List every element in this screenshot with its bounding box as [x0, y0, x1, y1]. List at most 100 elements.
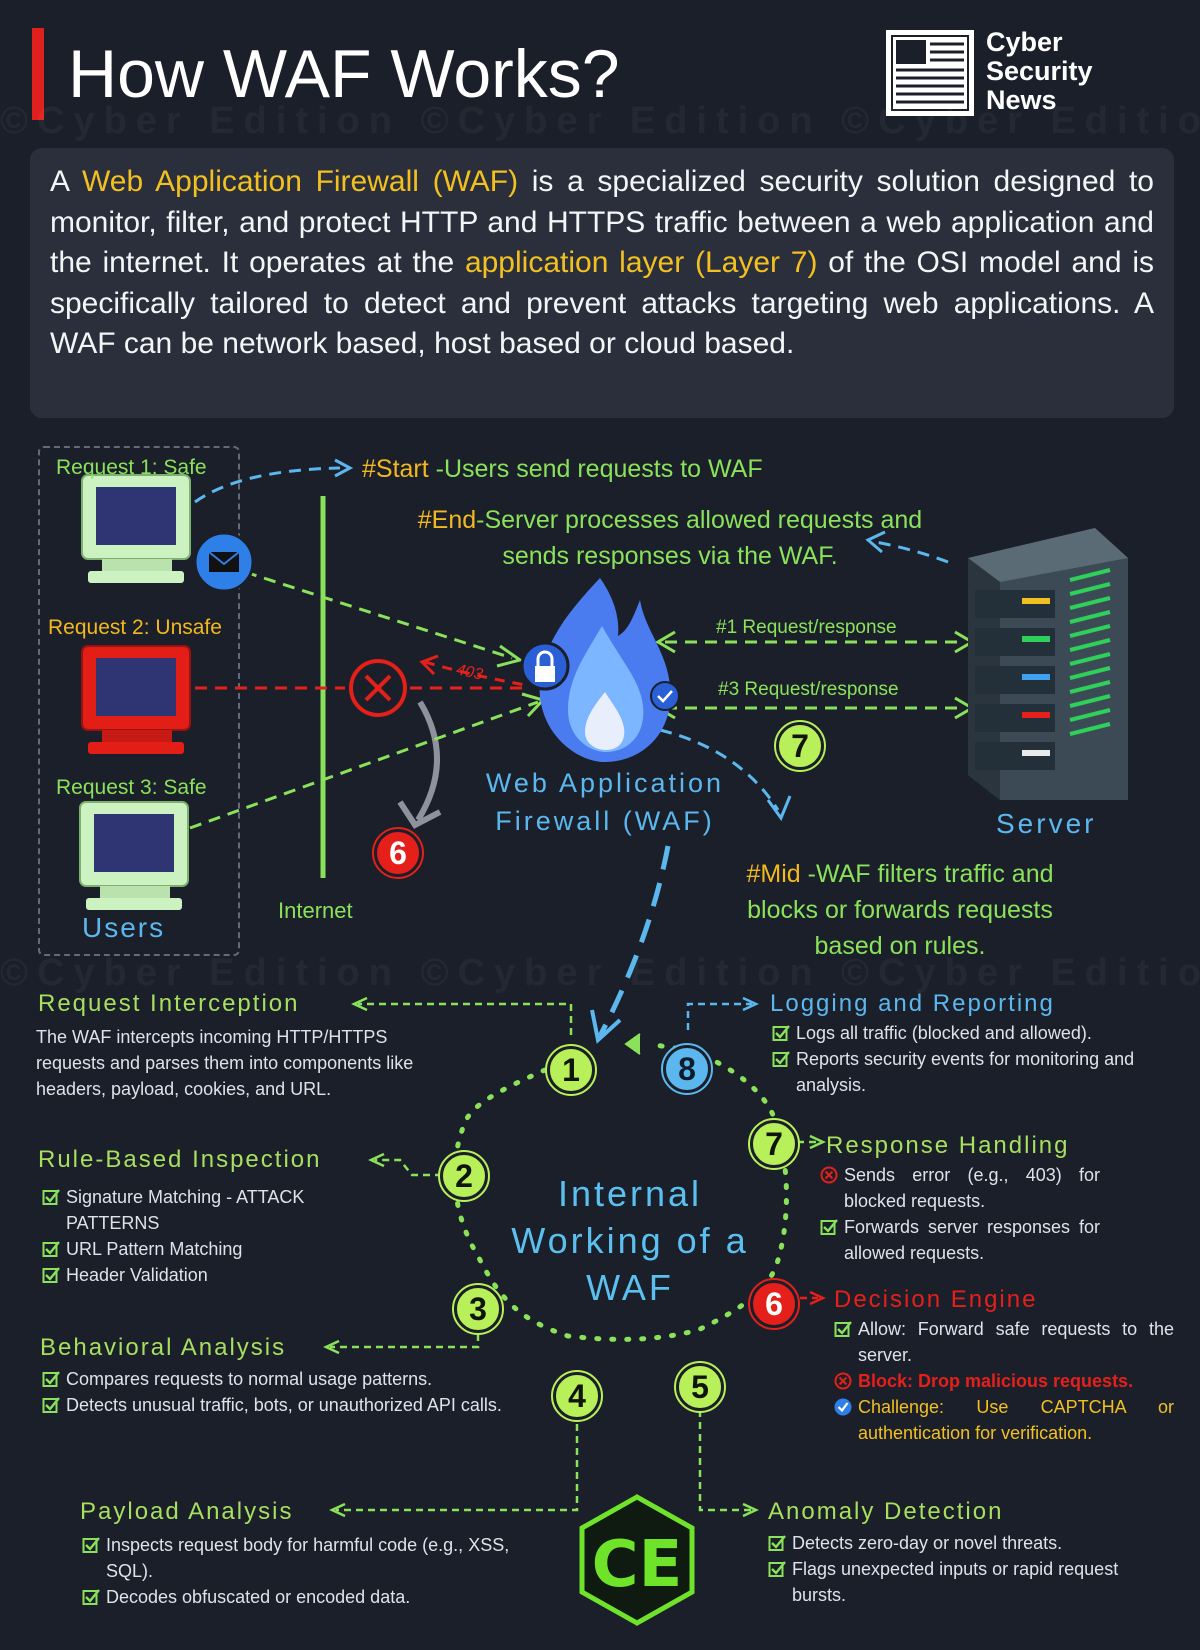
mail-icon [193, 531, 255, 593]
center-title-line-3: WAF [586, 1267, 674, 1308]
checkbox-icon [42, 1266, 60, 1284]
title-accent-bar [32, 28, 44, 120]
request-response-1-label: #1 Request/response [716, 617, 897, 638]
mid-text-1: -WAF filters traffic and [800, 860, 1054, 888]
intro-text-2: is a specialized security solution desig… [50, 165, 1154, 279]
mid-arrow [659, 728, 780, 811]
down-arrow-to-step-1 [597, 845, 671, 1038]
step-4-badge: 4 [551, 1370, 603, 1422]
step-8-list: Logs all traffic (blocked and allowed). … [772, 1020, 1172, 1098]
shield-check-icon [650, 681, 680, 711]
request-1-line [244, 570, 513, 660]
step-3-title: Behavioral Analysis [40, 1334, 287, 1361]
computer-1-icon [81, 474, 191, 583]
step-8-title: Logging and Reporting [770, 990, 1055, 1017]
step-4-list: Inspects request body for harmful code (… [82, 1532, 522, 1610]
step-2-item-3: Header Validation [42, 1262, 382, 1288]
computer-3-icon [79, 801, 189, 910]
start-caption: #Start -Users send requests to WAF [362, 455, 763, 484]
intro-paragraph: A Web Application Firewall (WAF) is a sp… [30, 148, 1174, 418]
page-title: How WAF Works? [68, 36, 620, 112]
step-7-badge: 7 [748, 1118, 800, 1170]
computer-2-icon [81, 645, 191, 754]
step-3-item-1: Compares requests to normal usage patter… [42, 1366, 522, 1392]
connector-step-8 [686, 1002, 752, 1030]
internet-label: Internet [278, 898, 353, 923]
checkbox-icon [772, 1024, 790, 1042]
start-text: -Users send requests to WAF [428, 455, 763, 483]
ce-logo-text: CE [592, 1528, 683, 1602]
step-7-badge-diagram: 7 [774, 720, 826, 772]
checkbox-icon [42, 1240, 60, 1258]
checkbox-icon [768, 1560, 786, 1578]
intro-text-3: of the OSI model and is specifically tai… [50, 246, 1154, 360]
step-5-list: Detects zero-day or novel threats. Flags… [768, 1530, 1148, 1608]
internal-working-title: Internal Working of a WAF [480, 1170, 780, 1311]
cyber-security-news-logo: Cyber Security News [886, 28, 1126, 120]
logo-line-3: News [986, 85, 1057, 115]
checkbox-icon [834, 1320, 852, 1338]
logo-line-2: Security [986, 56, 1093, 86]
server-icon [968, 528, 1128, 800]
intro-highlight-waf: Web Application Firewall (WAF) [82, 165, 519, 198]
step-3-list: Compares requests to normal usage patter… [42, 1366, 522, 1418]
start-arrow [194, 466, 341, 504]
request-3-line [189, 700, 539, 830]
end-tag: #End [417, 506, 477, 534]
start-tag: #Start [362, 455, 429, 483]
connector-step-1 [358, 1002, 573, 1035]
step-8-badge: 8 [661, 1043, 713, 1095]
connector-step-5 [698, 1398, 752, 1512]
step-5-title: Anomaly Detection [768, 1498, 1004, 1525]
step-5-item-2: Flags unexpected inputs or rapid request… [768, 1556, 1148, 1608]
step-2-item-2: URL Pattern Matching [42, 1236, 382, 1262]
checkbox-icon [42, 1370, 60, 1388]
step-1-text: The WAF intercepts incoming HTTP/HTTPS r… [36, 1027, 414, 1099]
users-group-box [38, 446, 240, 956]
request-3-label: Request 3: Safe [56, 776, 207, 799]
checkbox-icon [42, 1396, 60, 1414]
step-6-badge: 6 [748, 1278, 800, 1330]
x-circle-icon [834, 1372, 852, 1390]
logo-line-1: Cyber [986, 27, 1063, 57]
checkbox-icon [82, 1588, 100, 1606]
center-title-line-1: Internal [557, 1173, 703, 1214]
step-2-list: Signature Matching - ATTACK PATTERNS URL… [42, 1184, 382, 1288]
end-text-1: -Server processes allowed requests and [476, 506, 923, 534]
step-7-title: Response Handling [826, 1132, 1070, 1159]
step-6-title: Decision Engine [834, 1286, 1038, 1313]
checkbox-icon [768, 1534, 786, 1552]
newspaper-icon [886, 30, 974, 116]
mid-text-3: based on rules. [814, 932, 986, 960]
request-2-label: Request 2: Unsafe [48, 616, 222, 639]
step-4-item-1: Inspects request body for harmful code (… [82, 1532, 522, 1584]
waf-label: Web Application Firewall (WAF) [455, 764, 755, 840]
step-2-badge: 2 [438, 1150, 490, 1202]
step-5-badge: 5 [674, 1361, 726, 1413]
step-1-badge: 1 [545, 1044, 597, 1096]
connector-step-2 [375, 1158, 442, 1177]
step-3-badge: 3 [452, 1283, 504, 1335]
x-circle-icon [820, 1166, 838, 1184]
step-8-item-2: Reports security events for monitoring a… [772, 1046, 1172, 1098]
checkbox-icon [772, 1050, 790, 1068]
step-7-error: Sends error (e.g., 403) for blocked requ… [820, 1162, 1100, 1214]
intro-highlight-layer7: application layer (Layer 7) [464, 246, 818, 279]
server-label: Server [996, 808, 1097, 839]
center-title-line-2: Working of a [511, 1220, 749, 1261]
step-4-item-2: Decodes obfuscated or encoded data. [82, 1584, 522, 1610]
step-1-title: Request Interception [38, 990, 300, 1017]
error-curve-arrow [415, 700, 440, 822]
checkbox-icon [42, 1188, 60, 1206]
waf-label-line-1: Web Application [485, 768, 725, 798]
cyber-edition-logo: CE [579, 1494, 695, 1626]
connector-step-4 [336, 1400, 579, 1512]
step-5-item-1: Detects zero-day or novel threats. [768, 1530, 1148, 1556]
lock-icon [520, 641, 570, 691]
request-response-3-label: #3 Request/response [718, 679, 899, 700]
waf-label-line-2: Firewall (WAF) [495, 806, 715, 836]
step-8-item-1: Logs all traffic (blocked and allowed). [772, 1020, 1172, 1046]
blue-check-icon [834, 1398, 852, 1416]
step-7-forward: Forwards server responses for allowed re… [820, 1214, 1100, 1266]
end-arrow [874, 540, 949, 564]
